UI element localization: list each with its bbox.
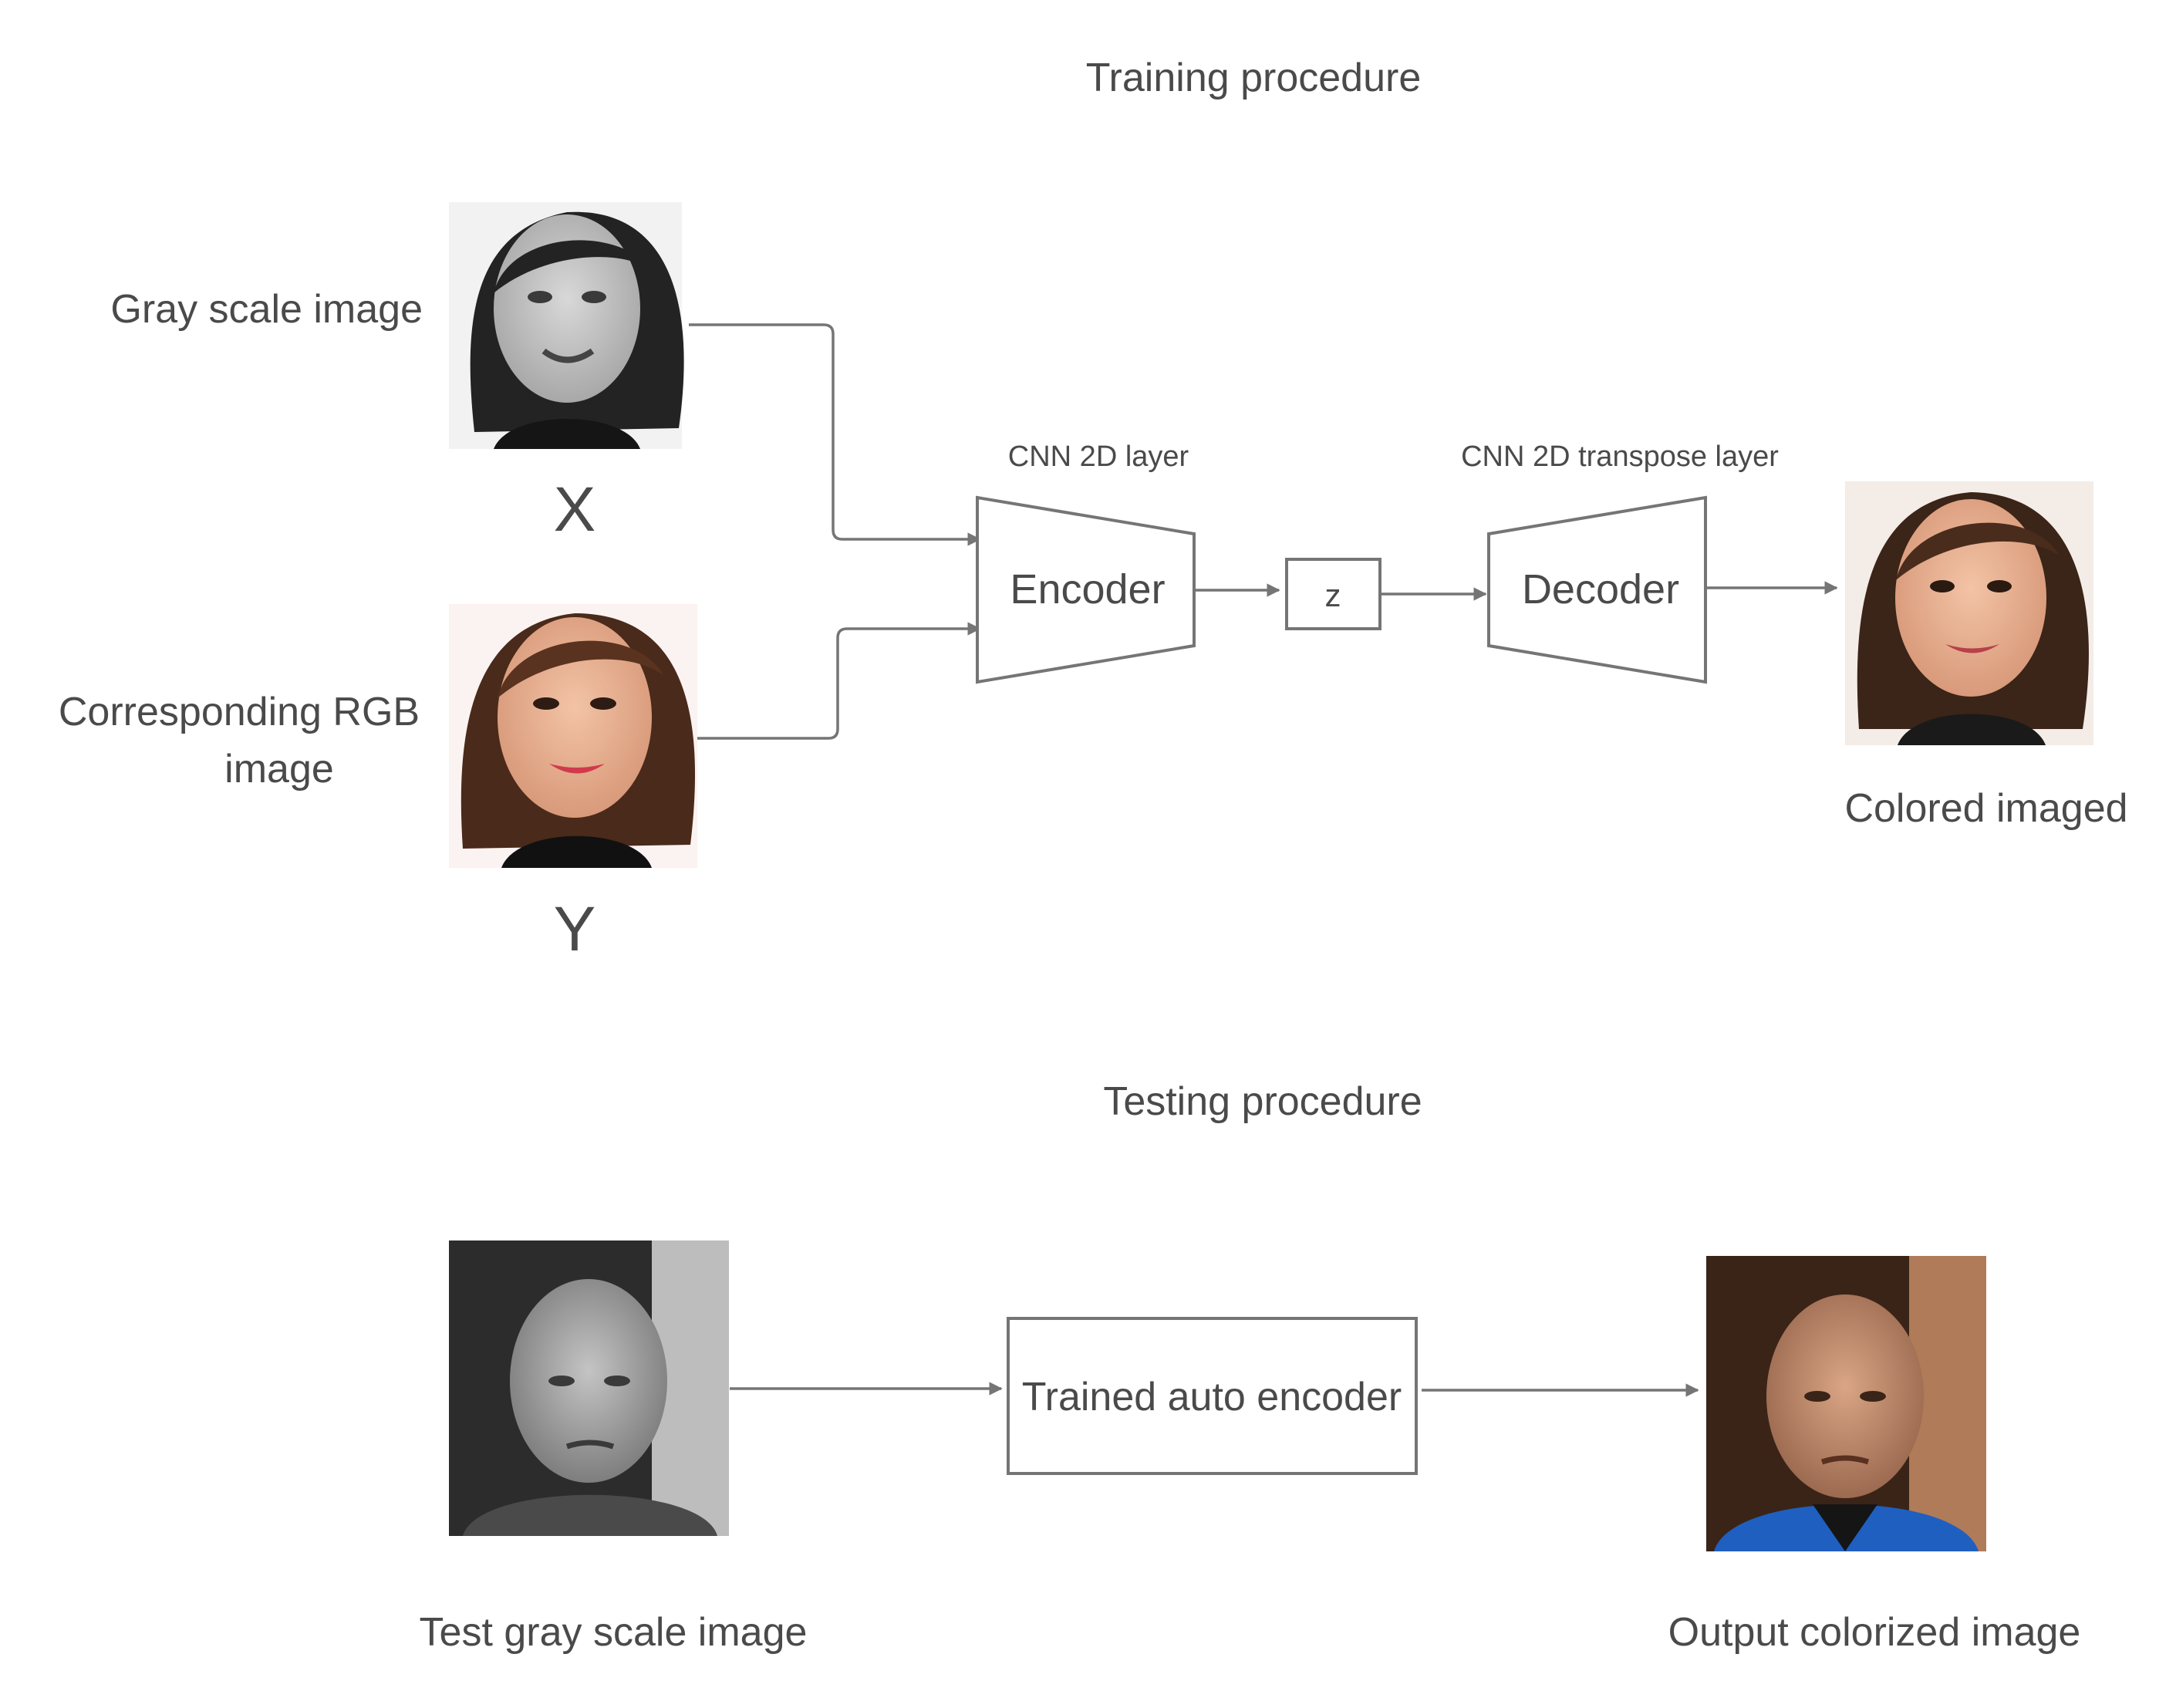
- encoder-caption: CNN 2D layer: [1008, 441, 1189, 473]
- y-variable-label: Y: [554, 894, 596, 964]
- rgb-target-label-line1: Corresponding RGB: [59, 690, 420, 734]
- testing-title: Testing procedure: [1103, 1079, 1422, 1124]
- rgb-face-image: [449, 604, 697, 868]
- test-input-label: Test gray scale image: [420, 1610, 808, 1655]
- latent-z-box: [1285, 558, 1382, 630]
- decoder-label: Decoder: [1522, 566, 1679, 613]
- test-output-label: Output colorized image: [1668, 1610, 2081, 1655]
- encoder-label: Encoder: [1010, 566, 1165, 613]
- x-variable-label: X: [554, 474, 596, 545]
- colored-output-face-image: [1845, 481, 2093, 745]
- decoder-block: [1487, 495, 1707, 684]
- decoder-caption: CNN 2D transpose layer: [1461, 441, 1779, 473]
- encoder-block: [976, 495, 1196, 684]
- gray-input-label: Gray scale image: [110, 287, 423, 332]
- test-grayscale-face-image: [449, 1240, 729, 1536]
- test-colorized-output-face-image: [1706, 1256, 1986, 1551]
- rgb-to-encoder-connector: [697, 622, 981, 740]
- rgb-target-label-line2: image: [224, 747, 334, 792]
- grayscale-face-image: [449, 202, 684, 449]
- latent-z-label: z: [1325, 577, 1341, 613]
- colored-output-label: Colored imaged: [1844, 786, 2127, 831]
- gray-to-encoder-connector: [689, 323, 981, 546]
- training-title: Training procedure: [1086, 56, 1422, 100]
- trained-autoencoder-label: Trained auto encoder: [1022, 1375, 1402, 1419]
- trained-autoencoder-box: [1007, 1317, 1418, 1475]
